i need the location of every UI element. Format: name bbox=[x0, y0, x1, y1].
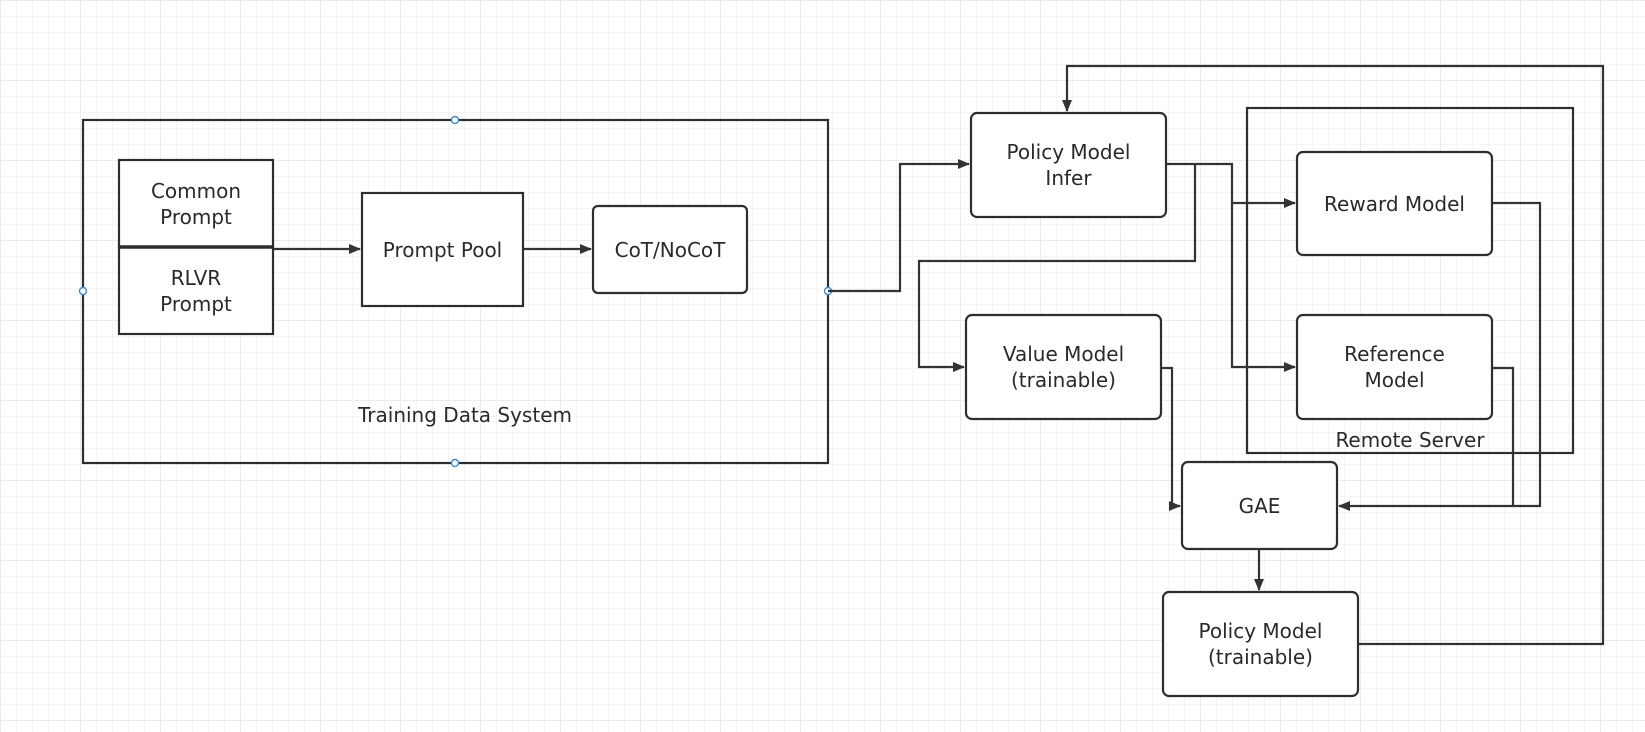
edge-infer-to-reference[interactable] bbox=[1230, 203, 1296, 372]
edge-trainable-to-infer[interactable] bbox=[1062, 64, 1605, 646]
edge-system-to-policy-infer[interactable] bbox=[828, 159, 970, 293]
selection-handle-top[interactable] bbox=[450, 115, 460, 125]
edge-reference-to-gae[interactable] bbox=[1492, 366, 1515, 506]
common-prompt-box[interactable] bbox=[117, 158, 275, 249]
cot-nocot-box[interactable] bbox=[591, 204, 749, 295]
policy-model-infer-label: Policy Model Infer bbox=[1006, 140, 1131, 190]
selection-handle-left[interactable] bbox=[78, 286, 88, 296]
prompt-pool-label: Prompt Pool bbox=[382, 237, 503, 262]
selection-handle-bottom[interactable] bbox=[450, 458, 460, 468]
edge-infer-to-reward[interactable] bbox=[1166, 162, 1296, 208]
common-prompt-label: Common Prompt bbox=[150, 178, 242, 229]
edge-reward-to-gae[interactable] bbox=[1338, 201, 1542, 511]
policy-model-trainable-label: Policy Model (trainable) bbox=[1198, 619, 1323, 669]
remote-server-frame[interactable] bbox=[1245, 106, 1575, 455]
prompt-pool-box[interactable] bbox=[360, 191, 525, 308]
edge-value-to-gae[interactable] bbox=[1161, 366, 1181, 511]
training-data-system-label: Training Data System bbox=[358, 403, 572, 427]
reference-model-label: Reference Model bbox=[1344, 342, 1445, 392]
reward-model-label: Reward Model bbox=[1324, 191, 1465, 216]
value-model-label: Value Model (trainable) bbox=[1002, 342, 1125, 392]
remote-server-label: Remote Server bbox=[1335, 428, 1485, 452]
gae-label: GAE bbox=[1238, 493, 1281, 518]
edge-infer-to-value[interactable] bbox=[917, 164, 1197, 372]
cot-nocot-label: CoT/NoCoT bbox=[614, 237, 726, 262]
rlvr-prompt-label: RLVR Prompt bbox=[160, 265, 232, 316]
